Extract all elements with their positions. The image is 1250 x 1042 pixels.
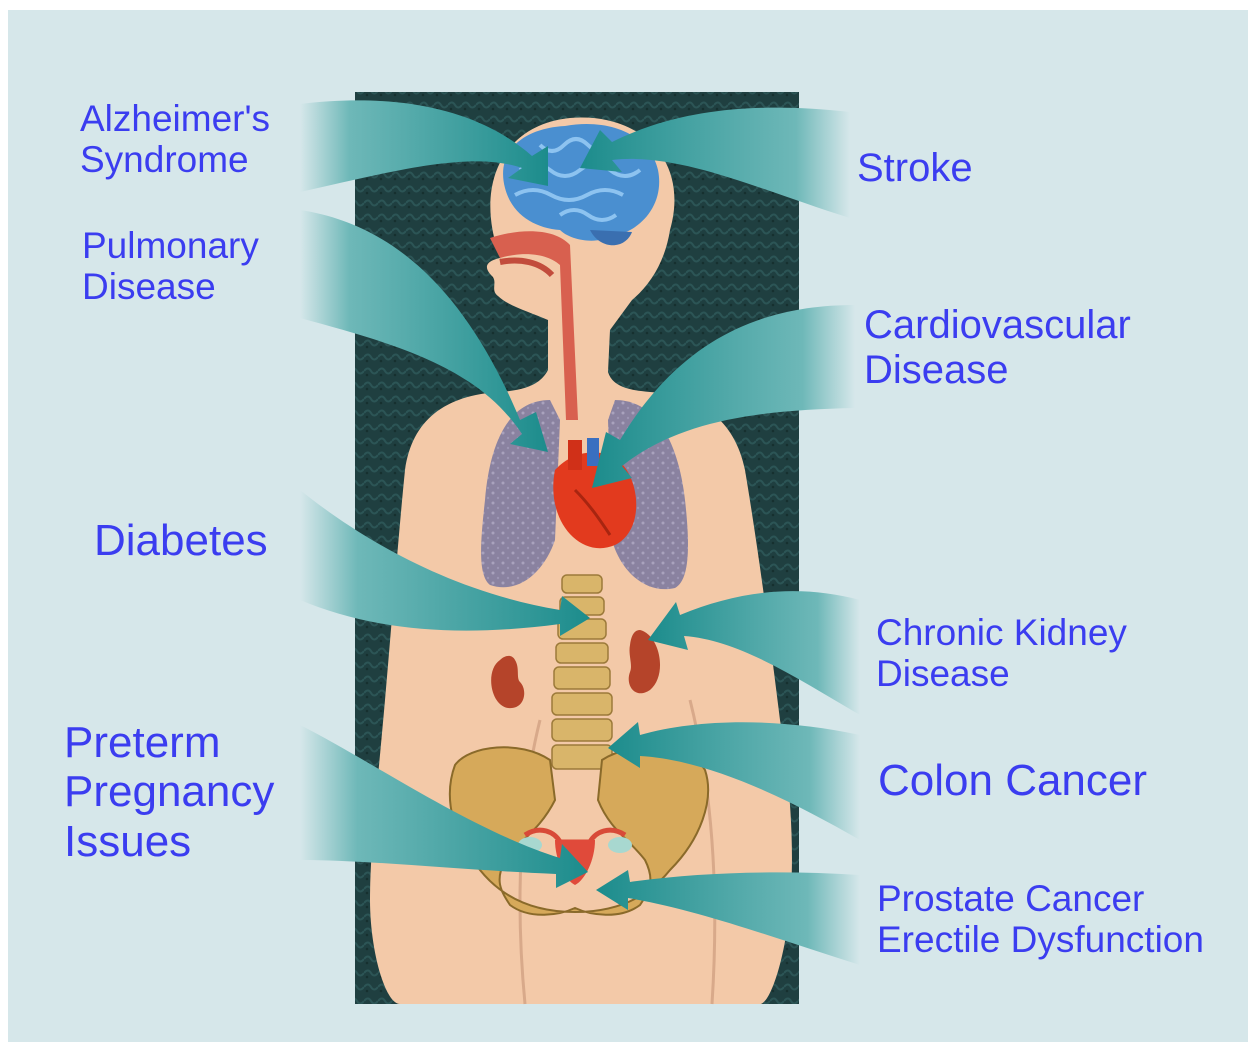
label-preterm-line-1: Preterm <box>64 718 274 767</box>
label-pulmonary: Pulmonary Disease <box>82 225 259 308</box>
label-diabetes-line-1: Diabetes <box>94 516 268 565</box>
label-stroke: Stroke <box>857 146 973 191</box>
label-kidney-line-2: Disease <box>876 653 1127 694</box>
label-kidney-line-1: Chronic Kidney <box>876 612 1127 653</box>
label-cardiovascular-line-1: Cardiovascular <box>864 303 1131 348</box>
label-alzheimers-line-1: Alzheimer's <box>80 98 270 139</box>
label-diabetes: Diabetes <box>94 516 268 565</box>
label-kidney: Chronic Kidney Disease <box>876 612 1127 695</box>
label-prostate-line-1: Prostate Cancer <box>877 878 1204 919</box>
label-alzheimers: Alzheimer's Syndrome <box>80 98 270 181</box>
label-cardiovascular-line-2: Disease <box>864 348 1131 393</box>
label-prostate: Prostate Cancer Erectile Dysfunction <box>877 878 1204 961</box>
label-prostate-line-2: Erectile Dysfunction <box>877 919 1204 960</box>
label-preterm: Preterm Pregnancy Issues <box>64 718 274 866</box>
label-cardiovascular: Cardiovascular Disease <box>864 303 1131 393</box>
label-colon-line-1: Colon Cancer <box>878 756 1147 805</box>
label-pulmonary-line-2: Disease <box>82 266 259 307</box>
label-colon: Colon Cancer <box>878 756 1147 805</box>
label-preterm-line-2: Pregnancy <box>64 767 274 816</box>
label-stroke-line-1: Stroke <box>857 146 973 191</box>
label-pulmonary-line-1: Pulmonary <box>82 225 259 266</box>
label-alzheimers-line-2: Syndrome <box>80 139 270 180</box>
label-preterm-line-3: Issues <box>64 817 274 866</box>
